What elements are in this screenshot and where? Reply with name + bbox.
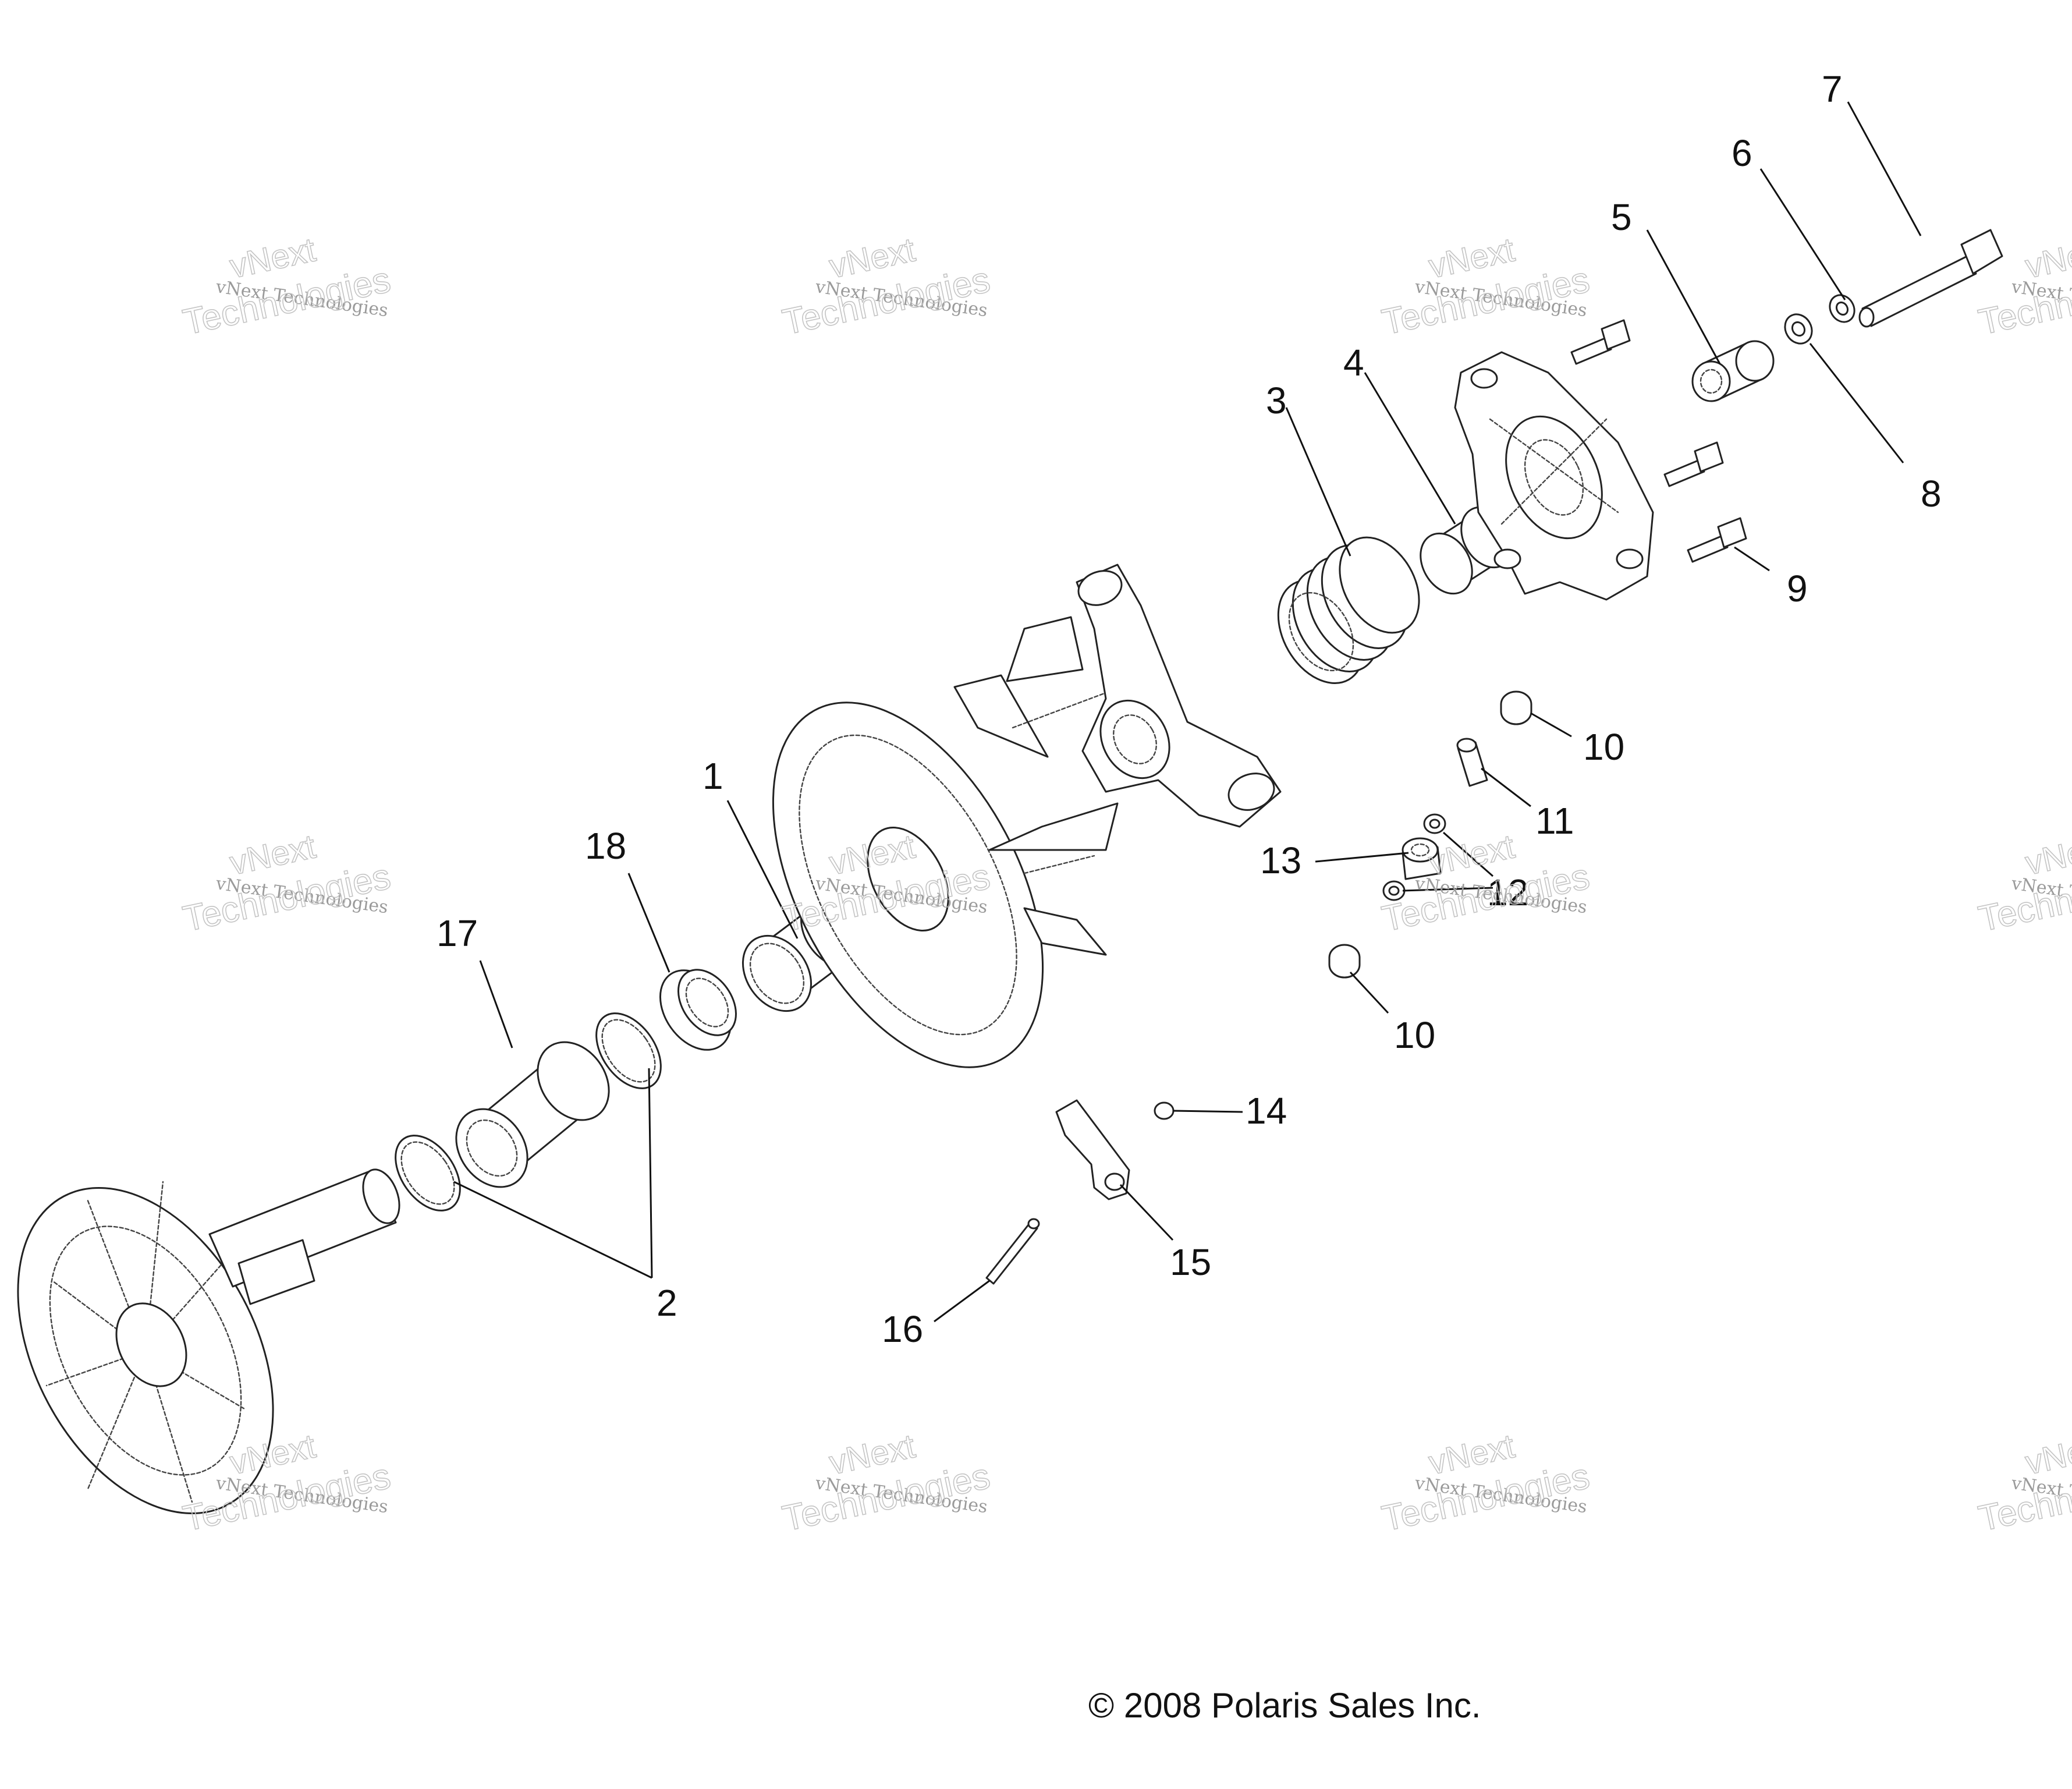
watermark: vNext vNext Technologies Technologies [179,231,395,343]
callout-8: 8 [1921,473,1942,515]
callout-4: 4 [1343,342,1364,384]
spacer-part-5 [1691,340,1775,402]
watermark: vNext vNext Technologies Technologies [1378,231,1594,343]
callout-15: 15 [1170,1241,1211,1283]
washer-part-8 [1784,313,1813,345]
ring-part-2-upper [595,1012,662,1089]
callout-2: 2 [657,1282,677,1324]
callout-10-upper: 10 [1583,726,1624,768]
pin-part-11 [1456,738,1488,787]
parts-drawing [17,229,2003,1514]
callout-labels: 1 2 3 4 5 6 7 8 9 10 10 11 12 13 14 15 1… [437,68,1942,1350]
callout-18: 18 [585,825,626,867]
bushing-part-17 [455,1041,610,1188]
callout-5: 5 [1611,196,1632,238]
bolt-part-7 [1858,229,2003,328]
svg-text:vNext: vNext [2022,231,2072,285]
fixed-sheave-shaft [17,1168,400,1514]
spider-assembly [1076,564,1282,828]
callout-16: 16 [882,1308,923,1350]
screw-part-9-middle [1663,441,1724,487]
button-part-10-upper [1500,690,1532,725]
callout-13: 13 [1260,839,1301,881]
spring-part-3 [1277,536,1420,684]
washer-part-12-upper [1423,813,1446,834]
ring-part-2-lower [395,1135,461,1211]
leader-lines [453,101,1922,1323]
callout-11: 11 [1535,800,1574,842]
watermark: vNext vNext Technologies Technologies [779,231,994,343]
watermark: vNext vNext Technologies Technologies [779,1427,994,1540]
callout-10-lower: 10 [1394,1014,1435,1056]
washer-part-12-lower [1382,880,1406,901]
moveable-sheave [772,616,1119,1068]
bushing-part-4 [1420,506,1514,595]
washer-part-6 [1829,294,1855,323]
svg-text:vNext: vNext [2022,827,2072,882]
callout-9: 9 [1787,568,1808,610]
roller-part-13 [1402,837,1442,880]
callout-6: 6 [1732,132,1752,174]
button-part-10-lower [1328,944,1361,979]
callout-17: 17 [437,912,478,954]
callout-14: 14 [1246,1090,1287,1132]
screw-part-9-top [1570,319,1631,365]
callout-12: 12 [1487,872,1528,913]
copyright-notice: © 2008 Polaris Sales Inc. [1088,1686,1481,1725]
watermark: vNext vNext Technologies Technologies [1975,827,2072,940]
watermark: vNext vNext Technologies Technologies [179,827,395,940]
pin-part-16 [985,1218,1040,1285]
watermark: vNext vNext Technologies Technologies [1975,1427,2072,1540]
screw-part-9-bottom [1687,517,1747,563]
callout-1: 1 [703,755,723,797]
callout-7: 7 [1822,68,1843,110]
nut-part-14 [1154,1101,1175,1120]
cover-plate [1454,351,1654,601]
seal-part-18 [659,969,737,1051]
callout-3: 3 [1266,380,1287,421]
watermark: vNext vNext Technologies Technologies [1378,1427,1594,1540]
watermarks: vNext vNext Technologies Technologies vN… [179,231,2072,1540]
flyweight-part-15 [1055,1099,1130,1200]
svg-text:vNext: vNext [2022,1427,2072,1482]
